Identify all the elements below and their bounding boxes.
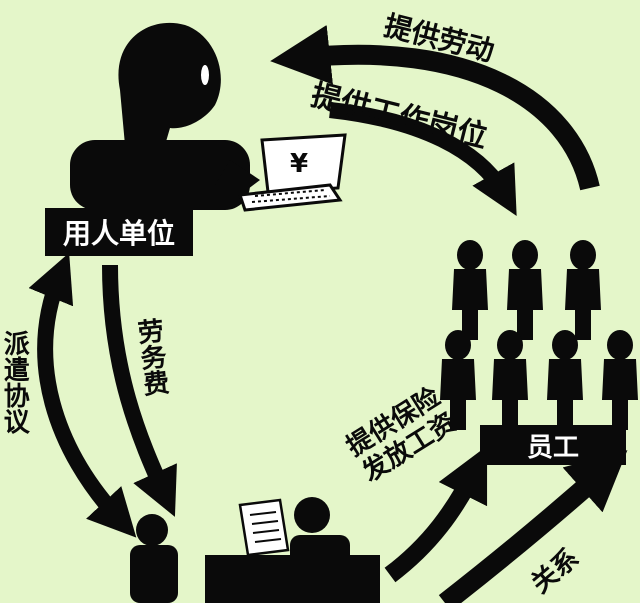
worker-group-icon	[440, 240, 638, 430]
dispatch-agreement-arrow	[28, 252, 137, 538]
worker-icon	[452, 240, 488, 340]
worker-icon	[492, 330, 528, 430]
employer-eye-icon	[201, 65, 209, 85]
bottom-right-arrow	[438, 450, 628, 603]
worker-icon	[507, 240, 543, 340]
worker-icon	[440, 330, 476, 430]
laptop-yen-icon	[237, 133, 347, 212]
worker-icon	[547, 330, 583, 430]
provide-labor-arrow	[270, 25, 600, 191]
employer-figure-icon	[70, 22, 260, 210]
worker-icon	[565, 240, 601, 340]
agency-figure-icon	[130, 497, 380, 603]
dispatch-agreement-label: 派遣协议	[0, 330, 30, 434]
employees-label: 员工	[480, 425, 626, 465]
employer-label: 用人单位	[45, 208, 193, 256]
insurance-wage-arrow	[384, 445, 488, 583]
provide-job-arrow	[329, 102, 517, 216]
labor-fee-arrow	[102, 264, 177, 517]
document-icon	[238, 498, 290, 557]
worker-icon	[602, 330, 638, 430]
yen-symbol-icon: ¥	[290, 149, 308, 179]
